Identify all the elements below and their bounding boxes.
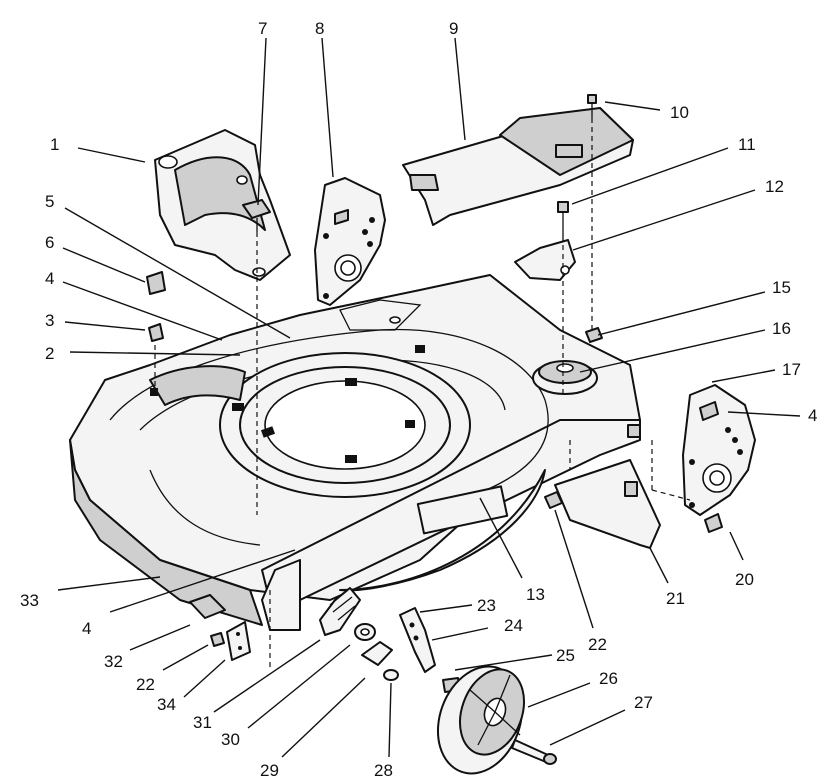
- callout-6: 6: [45, 233, 54, 252]
- discharge-cover: [154, 129, 291, 281]
- callout-15: 15: [772, 278, 791, 297]
- callout-26: 26: [599, 669, 618, 688]
- nut-15: [585, 327, 603, 343]
- callout-33: 33: [20, 591, 39, 610]
- assembly-lines: [154, 118, 691, 670]
- callout-4-left: 4: [45, 269, 54, 288]
- washer-28: [383, 669, 399, 681]
- mower-deck: [69, 274, 641, 631]
- bolt-11: [557, 201, 569, 245]
- callout-16: 16: [772, 319, 791, 338]
- clip-32: [189, 594, 226, 619]
- callout-20: 20: [735, 570, 754, 589]
- height-adjust-plate: [319, 587, 361, 636]
- callout-3: 3: [45, 311, 54, 330]
- callout-31: 31: [193, 713, 212, 732]
- callout-2: 2: [45, 344, 54, 363]
- callout-24: 24: [504, 616, 523, 635]
- callout-9: 9: [449, 19, 458, 38]
- axle-bolt-27: [511, 739, 557, 765]
- height-lever: [399, 607, 436, 673]
- deck-left-opening: [149, 365, 246, 406]
- callout-27: 27: [634, 693, 653, 712]
- screw-10: [587, 94, 597, 118]
- callout-labels: 1 7 8 9 10 11 12 5 6 4 3 2 15 16 17 4 20…: [20, 19, 817, 780]
- bolt-20: [704, 513, 723, 533]
- callout-5: 5: [45, 192, 54, 211]
- callout-29: 29: [260, 761, 279, 780]
- rear-flap: [554, 459, 661, 549]
- callout-4-bottom: 4: [82, 619, 91, 638]
- callout-22-lower: 22: [136, 675, 155, 694]
- callout-22-deck: 22: [588, 635, 607, 654]
- small-hardware: [146, 271, 641, 438]
- callout-34: 34: [157, 695, 176, 714]
- callout-10: 10: [670, 103, 689, 122]
- callout-21: 21: [666, 589, 685, 608]
- wheel: [436, 665, 525, 775]
- callout-28: 28: [374, 761, 393, 780]
- wing-knob: [242, 199, 271, 232]
- callout-32: 32: [104, 652, 123, 671]
- rear-cover: [402, 107, 634, 226]
- pulley-16: [532, 360, 598, 395]
- bracket-34: [226, 621, 251, 661]
- leader-lines: [57, 37, 801, 758]
- spacer-30: [354, 623, 376, 641]
- nut-22-deck: [544, 491, 563, 509]
- rear-height-bracket-right: [682, 384, 756, 516]
- callout-17: 17: [782, 360, 801, 379]
- callout-30: 30: [221, 730, 240, 749]
- bracket-12: [514, 239, 576, 281]
- callout-12: 12: [765, 177, 784, 196]
- rear-height-bracket-left: [314, 177, 386, 306]
- callout-23: 23: [477, 596, 496, 615]
- callout-13: 13: [526, 585, 545, 604]
- callout-7: 7: [258, 19, 267, 38]
- callout-4-right: 4: [808, 406, 817, 425]
- nut-22-lower: [210, 632, 225, 647]
- callout-11: 11: [738, 135, 756, 154]
- callout-25: 25: [556, 646, 575, 665]
- callout-8: 8: [315, 19, 324, 38]
- link-29: [361, 641, 393, 666]
- callout-1: 1: [50, 135, 59, 154]
